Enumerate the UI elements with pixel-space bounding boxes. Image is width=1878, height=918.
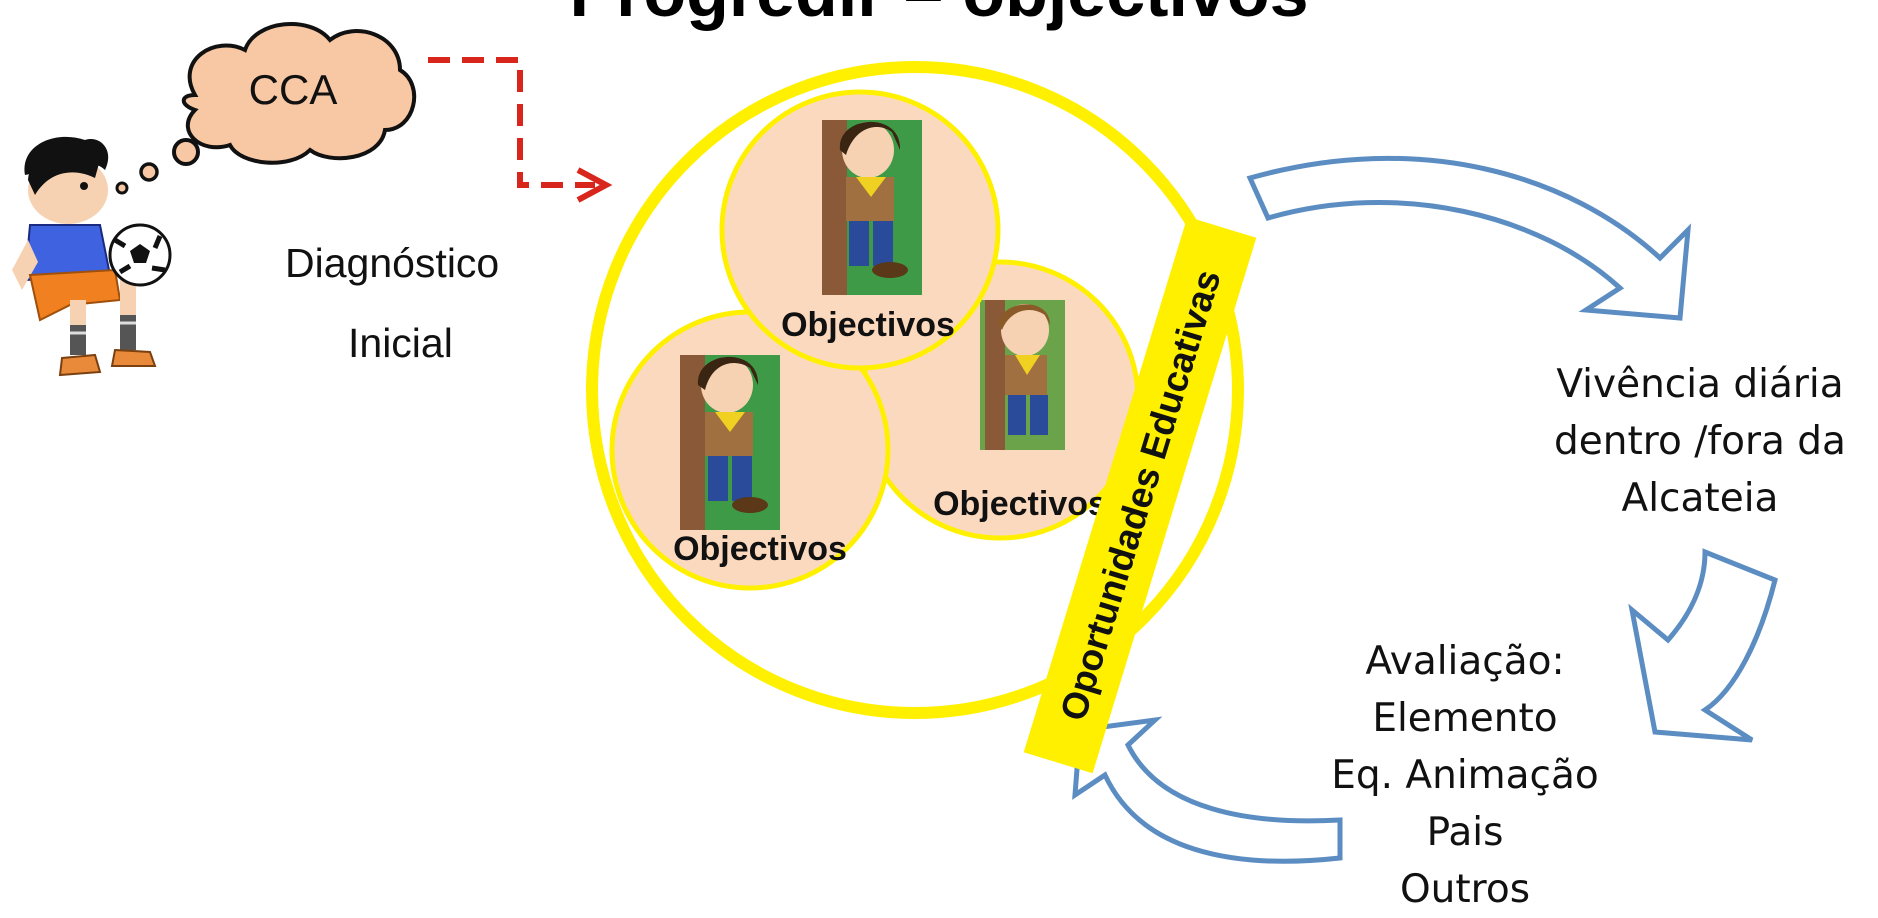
objective-label-right: Objectivos <box>933 485 1107 523</box>
thought-cloud <box>115 22 417 195</box>
daily-life-text: Vivência diária dentro /fora da Alcateia <box>1530 356 1870 527</box>
objective-label-left: Objectivos <box>673 530 847 568</box>
evaluation-line-2: Elemento <box>1372 696 1558 741</box>
boy-with-ball-icon <box>12 136 172 377</box>
objective-label-top: Objectivos <box>781 306 955 344</box>
cycle-arrow-right <box>1628 548 1778 743</box>
evaluation-line-3: Eq. Animação <box>1331 753 1599 798</box>
cloud-label: CCA <box>249 66 338 113</box>
page-title: Progredir – objectivos <box>0 0 1878 32</box>
evaluation-line-1: Avaliação: <box>1365 639 1565 684</box>
daily-line-2: dentro /fora da <box>1554 419 1846 464</box>
objective-circle-top <box>719 89 1001 371</box>
scout-child-icon <box>822 120 922 295</box>
evaluation-text: Avaliação: Elemento Eq. Animação Pais Ou… <box>1300 633 1630 918</box>
diagnostic-line-1: Diagnóstico <box>285 240 500 286</box>
evaluation-line-5: Outros <box>1399 867 1531 912</box>
cycle-arrow-top <box>1246 155 1692 321</box>
evaluation-line-4: Pais <box>1426 810 1504 855</box>
diagnostic-line-2: Inicial <box>348 320 453 366</box>
scout-child-icon <box>980 300 1065 450</box>
daily-line-3: Alcateia <box>1621 476 1779 521</box>
outer-ring <box>586 61 1244 719</box>
scout-child-icon <box>680 355 780 530</box>
daily-line-1: Vivência diária <box>1556 362 1844 407</box>
dashed-connector-arrow <box>428 57 613 203</box>
